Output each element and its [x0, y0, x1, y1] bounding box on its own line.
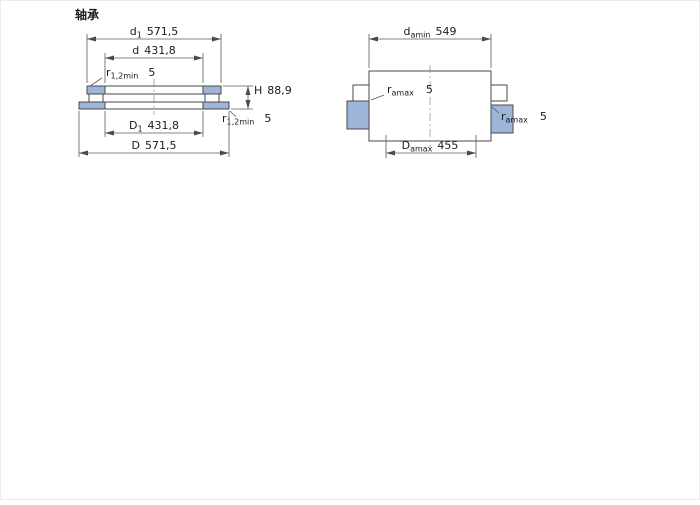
dim-D1: D1 431,8: [104, 111, 204, 137]
roller-left: [88, 93, 104, 103]
dim-base: d: [404, 25, 411, 38]
shaft-shoulder-right: [490, 84, 508, 102]
shaft-washer-right-section: [202, 85, 222, 95]
dim-d-label: d 431,8: [132, 44, 175, 57]
housing-washer-left-section: [78, 101, 106, 110]
dim-D1-label: D1 431,8: [129, 119, 179, 134]
dim-value: 431,8: [144, 44, 176, 57]
dim-sub: amax: [392, 89, 415, 98]
dim-H-label: H 88,9: [254, 84, 292, 97]
dim-Damax: Damax 455: [385, 135, 477, 158]
leader-line: [89, 77, 103, 87]
dim-sub: 1,2min: [227, 118, 255, 127]
dim-base: d: [130, 25, 137, 38]
dim-sub: amax: [506, 116, 529, 125]
dim-base: D: [129, 119, 137, 132]
roller-right: [204, 93, 220, 103]
shaft-shoulder-left: [352, 84, 370, 102]
chamfer-r-top: r1,2min 5: [89, 66, 155, 87]
dim-Damax-label: Damax 455: [402, 139, 459, 154]
dim-value: 5: [264, 112, 271, 125]
fillet-ra-side-label: ramax 5: [501, 110, 547, 125]
dim-base: D: [132, 139, 140, 152]
shaft-washer-left-section: [86, 85, 106, 95]
housing-washer-right-section: [202, 101, 230, 110]
dim-value: 88,9: [267, 84, 292, 97]
dim-value: 549: [435, 25, 456, 38]
dim-base: r: [106, 66, 111, 79]
dim-value: 5: [540, 110, 547, 123]
dim-sub: 1: [137, 125, 142, 134]
dim-value: 5: [148, 66, 155, 79]
dim-sub: 1: [137, 31, 142, 40]
dim-value: 571,5: [147, 25, 179, 38]
fillet-ra-top: ramax 5: [370, 83, 433, 101]
dim-base: r: [501, 110, 506, 123]
dim-D-label: D 571,5: [132, 139, 177, 152]
leader-line: [370, 94, 385, 101]
dim-base: r: [222, 112, 227, 125]
dim-sub: amin: [410, 31, 430, 40]
dim-base: H: [254, 84, 262, 97]
dim-value: 571,5: [145, 139, 177, 152]
dim-d1-label: d1 571,5: [130, 25, 179, 40]
housing-shoulder-left-section: [346, 100, 370, 130]
page-title: 轴承: [75, 7, 99, 22]
dim-base: D: [402, 139, 410, 152]
dim-sub: amax: [410, 145, 433, 154]
dim-D: D 571,5: [78, 111, 230, 157]
dim-value: 5: [426, 83, 433, 96]
dim-d: d 431,8: [104, 44, 204, 83]
fillet-ra-top-label: ramax 5: [387, 83, 433, 98]
dim-value: 455: [437, 139, 458, 152]
dim-base: d: [132, 44, 139, 57]
dim-base: r: [387, 83, 392, 96]
chamfer-r-bottom-label: r1,2min 5: [222, 112, 271, 127]
fillet-ra-side: ramax 5: [491, 106, 547, 125]
housing-shoulder-right-section: [490, 104, 514, 134]
dim-sub: 1,2min: [111, 72, 139, 81]
dim-damin: damin 549: [368, 25, 492, 68]
chamfer-r-bottom: r1,2min 5: [222, 110, 271, 127]
leader-line: [491, 106, 500, 114]
chamfer-r-top-label: r1,2min 5: [106, 66, 155, 81]
dim-H: H 88,9: [223, 84, 292, 110]
leader-line: [229, 110, 237, 118]
dim-damin-label: damin 549: [404, 25, 457, 40]
dim-value: 431,8: [148, 119, 180, 132]
